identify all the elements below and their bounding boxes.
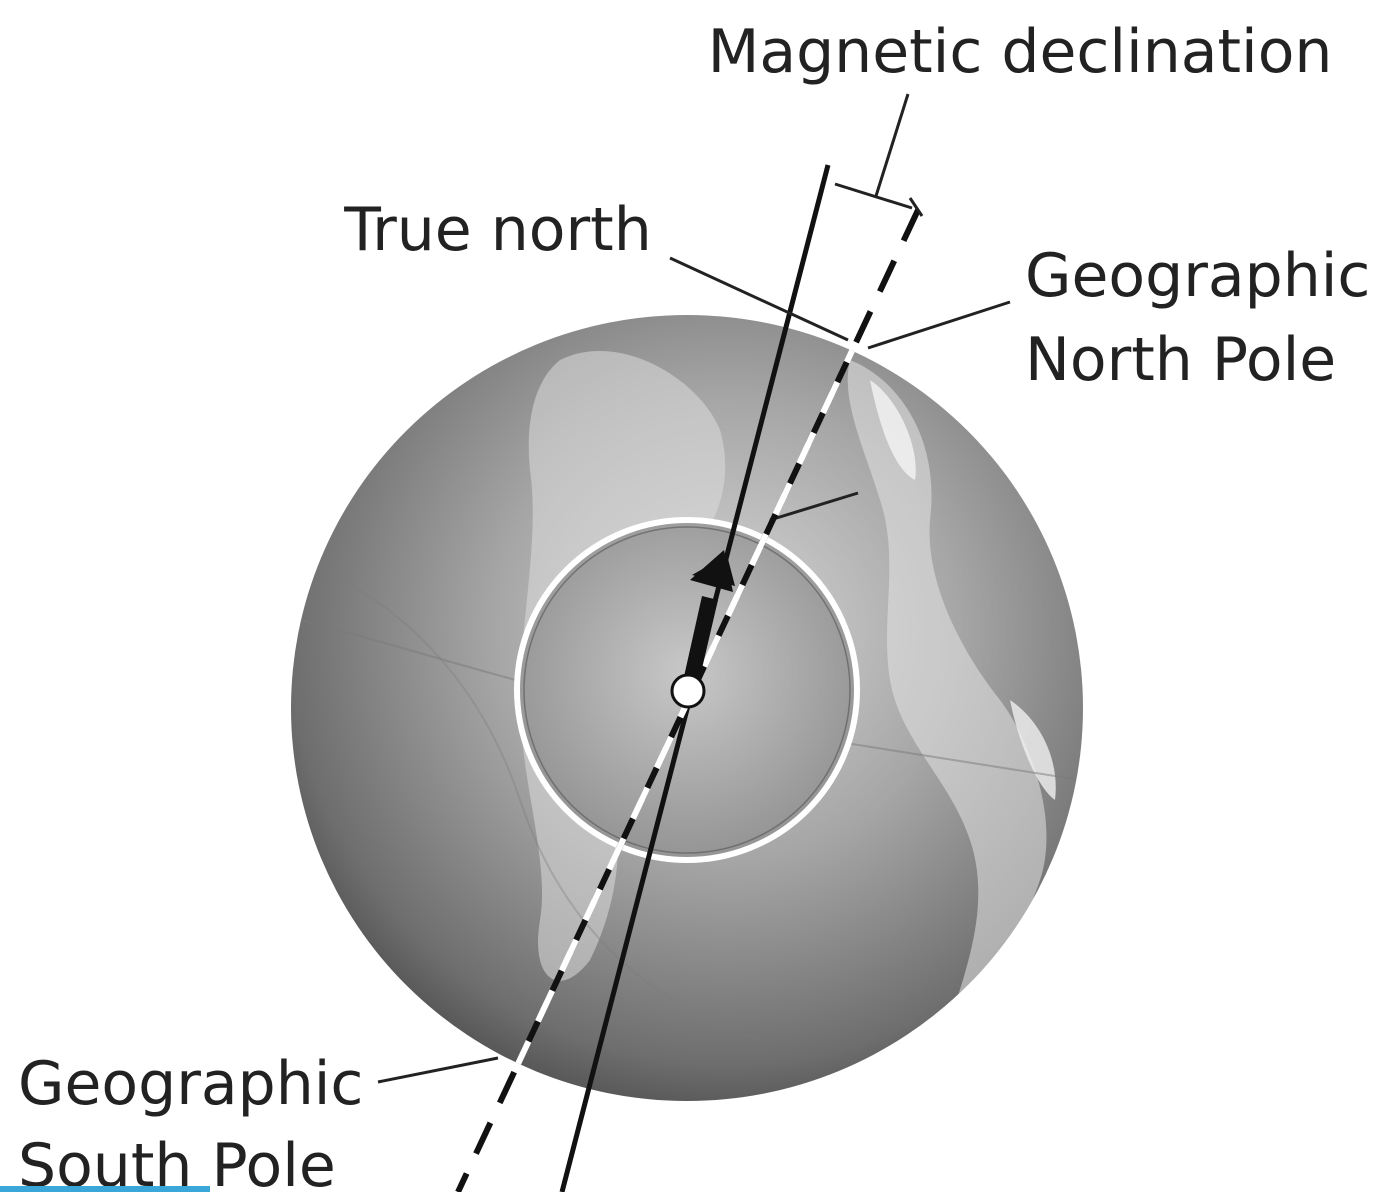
geographic-south-leader bbox=[378, 1058, 498, 1082]
bottom-accent-strip bbox=[0, 1186, 210, 1192]
geographic-south-label-line2: South Pole bbox=[18, 1131, 336, 1192]
declination-angle-marker bbox=[835, 94, 922, 216]
geographic-north-label-line2: North Pole bbox=[1025, 325, 1336, 395]
geographic-north-leader bbox=[868, 302, 1010, 348]
magnetic-declination-label: Magnetic declination bbox=[708, 17, 1333, 87]
true-north-label: True north bbox=[343, 195, 651, 265]
geographic-north-label-line1: Geographic bbox=[1025, 241, 1370, 311]
geographic-south-label-line1: Geographic bbox=[18, 1049, 363, 1119]
compass-pivot bbox=[672, 675, 704, 707]
